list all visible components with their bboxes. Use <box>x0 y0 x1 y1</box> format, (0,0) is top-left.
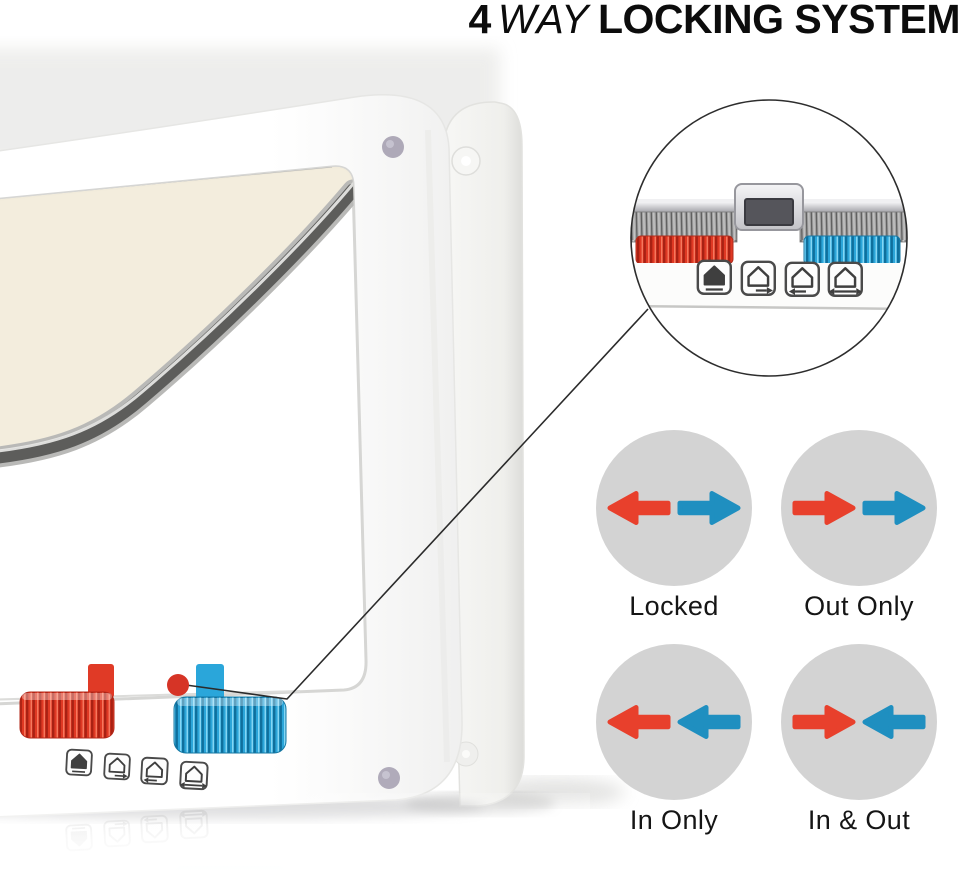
mode-label: In Only <box>629 805 719 835</box>
blue-arrow-icon <box>677 700 741 744</box>
locked-mode-icon <box>696 259 732 295</box>
frame-screw-hole-bottom <box>378 767 400 789</box>
mode-in-and-out: In & Out <box>781 644 937 835</box>
door-flap <box>0 166 364 470</box>
mode-in-only: In Only <box>596 644 752 835</box>
frame-screw-hole-top <box>382 136 404 158</box>
title-number: 4 <box>468 0 492 42</box>
mode-label: Out Only <box>804 591 914 621</box>
mode-badge <box>781 430 937 586</box>
floor-reflection <box>0 793 590 873</box>
door-opening <box>0 165 368 706</box>
red-arrow-icon <box>792 700 856 744</box>
in-and-out-mode-icon <box>827 261 863 297</box>
mode-label: In & Out <box>807 805 911 835</box>
red-arrow-icon <box>607 700 671 744</box>
mode-out-only: Out Only <box>781 430 937 621</box>
red-dot-marker <box>167 674 189 696</box>
title-rest: LOCKING SYSTEM <box>597 0 961 42</box>
blue-slider-detail <box>803 235 901 266</box>
mode-locked: Locked <box>596 430 752 621</box>
red-arrow-icon <box>792 486 856 530</box>
center-latch <box>734 183 804 231</box>
in-only-mode-icon <box>784 261 820 297</box>
in-only-mode-icon <box>140 756 169 786</box>
pet-door-frame <box>0 94 463 819</box>
out-only-mode-icon <box>103 752 132 781</box>
red-arrow-icon <box>607 486 671 530</box>
mode-label: Locked <box>629 591 719 621</box>
in-and-out-mode-icon <box>179 760 209 791</box>
callout-leader-line <box>185 308 649 700</box>
out-only-mode-icon <box>740 260 776 296</box>
mode-badge <box>596 430 752 586</box>
mode-badge <box>596 644 752 800</box>
title-way: WAY <box>497 0 589 42</box>
blue-arrow-icon <box>862 700 926 744</box>
mode-badge <box>781 644 937 800</box>
red-lock-slider <box>19 664 115 739</box>
locked-mode-icon <box>65 748 94 777</box>
blue-arrow-icon <box>862 486 926 530</box>
lock-mechanism-callout <box>630 99 908 377</box>
lock-slider-bar <box>0 664 301 791</box>
blue-arrow-icon <box>677 486 741 530</box>
flap-metal-edge <box>0 179 364 470</box>
blue-lock-slider <box>173 664 287 754</box>
